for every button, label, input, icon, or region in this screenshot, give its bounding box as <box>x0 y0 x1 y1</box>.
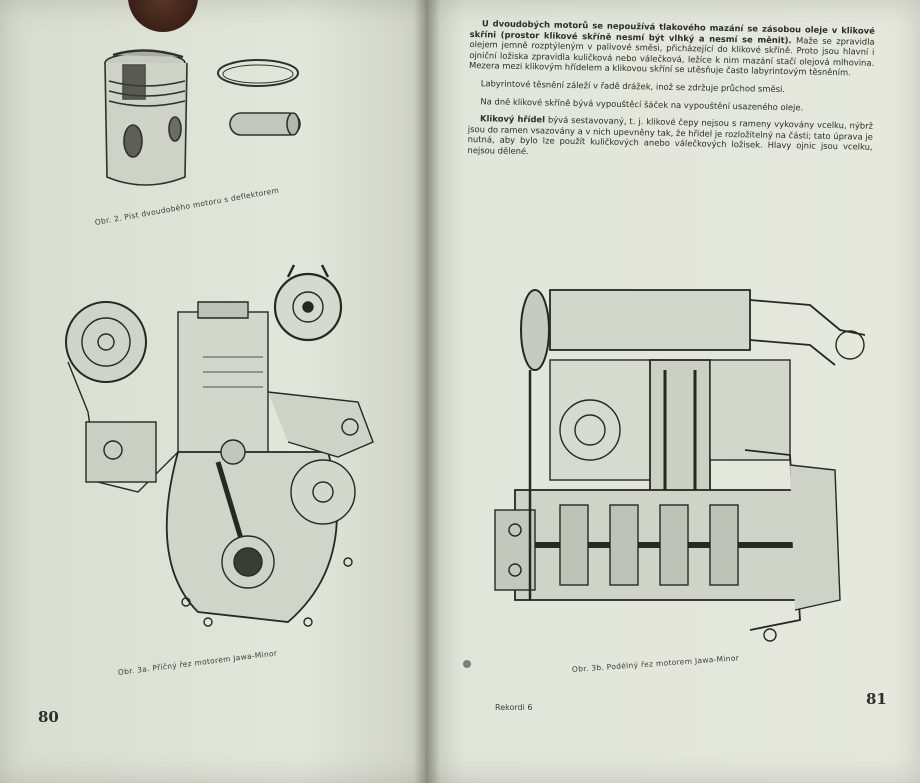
paragraph-lubrication: U dvoudobých motorů se nepoužívá tlakové… <box>469 18 875 79</box>
engine-longitudinal-section-illustration <box>494 289 866 642</box>
printer-signature: Rekordi 6 <box>495 703 533 712</box>
right-page-text: U dvoudobých motorů se nepoužívá tlakové… <box>467 18 875 170</box>
paragraph-labyrinth: Labyrintové těsnění záleží v řadě drážek… <box>469 78 874 96</box>
book-gutter <box>414 0 440 783</box>
paragraph-body: Labyrintové těsnění záleží v řadě drážek… <box>480 78 786 95</box>
page-number-right: 81 <box>866 690 887 708</box>
paragraph-crankshaft: Klikový hřídel bývá sestavovaný, t. j. k… <box>467 113 873 163</box>
paragraph-lead: Klikový hřídel <box>479 113 546 125</box>
page-number-left: 80 <box>38 708 59 726</box>
page-dot-mark <box>463 660 471 668</box>
piston-illustration <box>104 49 301 186</box>
engine-cross-section-illustration <box>65 264 374 627</box>
paragraph-body: Na dně klikové skříně bývá vypouštěcí šá… <box>480 95 804 112</box>
paragraph-drain: Na dně klikové skříně bývá vypouštěcí šá… <box>468 96 873 114</box>
